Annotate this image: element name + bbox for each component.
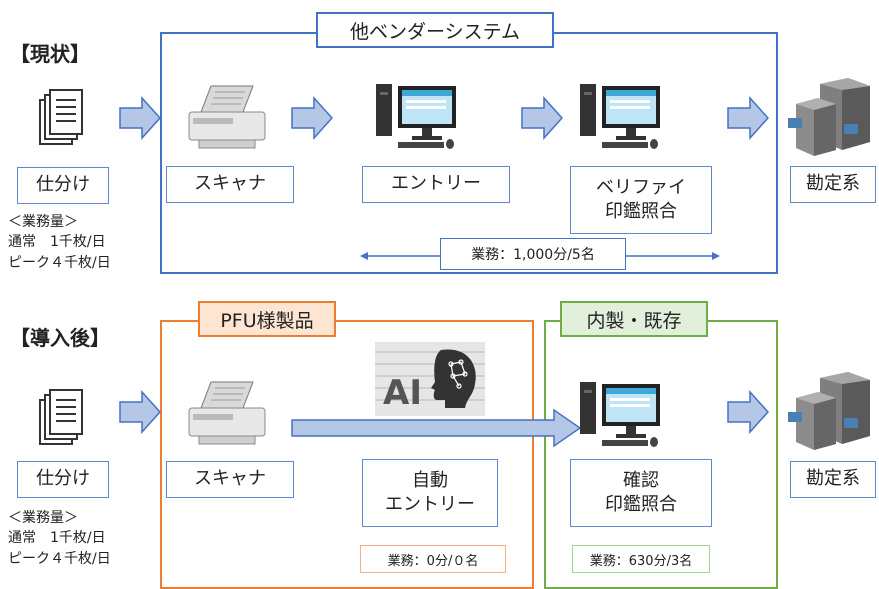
arrow-right-icon [119,390,162,434]
inhouse-frame-title: 内製・既存 [560,301,708,337]
current-volume-note: ＜業務量＞ 通常 1千枚/日 ピーク４千枚/日 [8,214,111,271]
current-scanner-box: スキャナ [166,166,294,203]
scanner-icon [188,381,266,445]
ai-badge-text: AI [383,373,422,413]
arrow-right-icon [727,96,770,140]
server-rack-icon [788,78,870,156]
auto-entry-box: 自動 エントリー [362,459,498,527]
document-stack-icon [39,389,83,445]
after-scanner-box: スキャナ [166,461,294,498]
confirm-box: 確認 印鑑照合 [570,459,712,527]
arrow-right-icon [119,96,162,140]
arrow-right-icon [521,96,564,140]
current-section-title: 【現状】 [10,42,90,66]
pfu-workload-label: 業務：0分/０名 [360,545,506,573]
arrow-right-icon [291,96,334,140]
inhouse-workload-label: 業務：630分/3名 [572,545,710,573]
pfu-frame-title: PFU様製品 [198,301,336,337]
current-entry-box: エントリー [362,166,510,203]
desktop-computer-icon [580,84,660,149]
server-rack-icon [788,372,870,450]
scanner-icon [188,85,266,149]
current-sort-box: 仕分け [17,167,109,204]
after-accounting-box: 勘定系 [790,461,876,498]
ai-head-icon: AI [375,342,485,416]
after-volume-note: ＜業務量＞ 通常 1千枚/日 ピーク４千枚/日 [8,510,111,567]
document-stack-icon [39,89,83,145]
after-section-title: 【導入後】 [10,326,110,350]
vendor-frame-title: 他ベンダーシステム [316,12,554,48]
current-workload-label: 業務：1,000分/5名 [440,238,626,270]
current-accounting-box: 勘定系 [790,166,876,203]
after-sort-box: 仕分け [17,461,109,498]
arrow-right-icon [727,390,770,434]
desktop-computer-icon [376,84,456,149]
pfu-product-frame [160,320,534,589]
desktop-computer-icon [580,382,660,447]
long-arrow-right-icon [291,408,582,448]
current-verify-box: ベリファイ 印鑑照合 [570,166,712,234]
